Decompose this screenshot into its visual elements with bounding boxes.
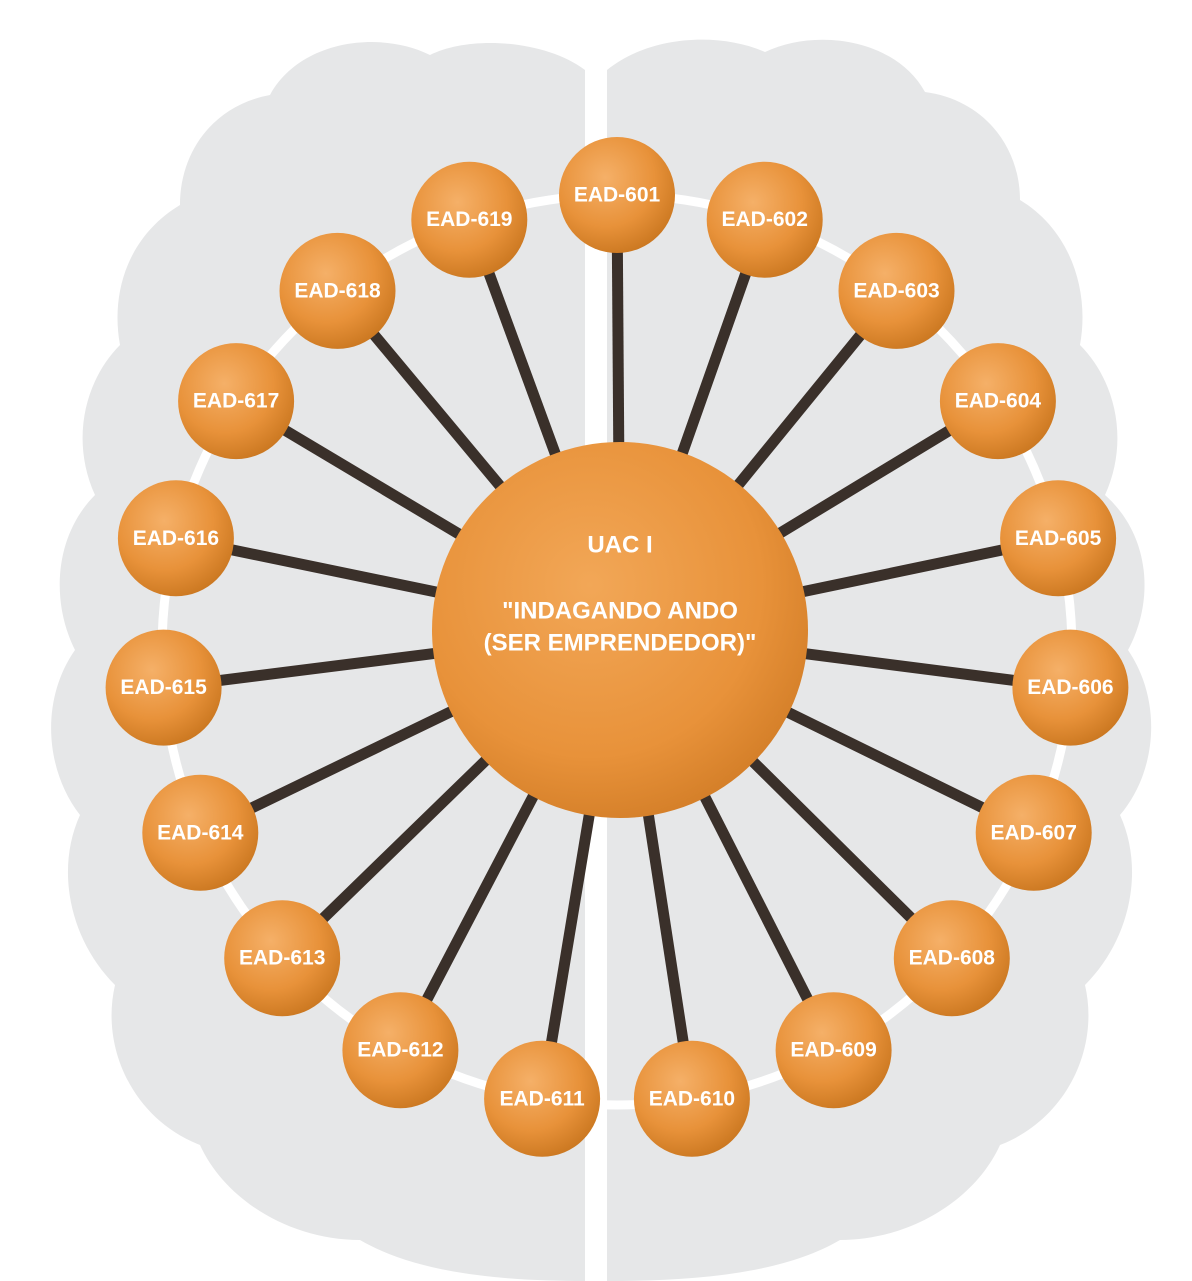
node-ead-604: EAD-604 — [939, 343, 1056, 460]
node-label: EAD-601 — [574, 184, 661, 207]
node-label: EAD-616 — [133, 527, 219, 550]
node-circle — [838, 232, 955, 349]
node-label: EAD-619 — [426, 208, 512, 231]
node-circle — [706, 161, 823, 278]
node-label: EAD-610 — [649, 1087, 735, 1110]
node-ead-619: EAD-619 — [411, 161, 528, 278]
node-circle — [939, 343, 1056, 460]
node-circle — [775, 992, 892, 1109]
node-ead-601: EAD-601 — [559, 137, 675, 253]
node-circle — [342, 992, 459, 1109]
node-label: EAD-615 — [120, 676, 207, 699]
node-circle — [1000, 480, 1117, 597]
node-label: EAD-612 — [357, 1039, 443, 1062]
node-label: EAD-602 — [722, 208, 808, 231]
node-circle — [484, 1040, 601, 1157]
node-ead-618: EAD-618 — [279, 232, 396, 349]
center-subtitle-line2: (SER EMPRENDEDOR)" — [484, 629, 757, 656]
nodes-group: EAD-601EAD-602EAD-603EAD-604EAD-605EAD-6… — [105, 137, 1129, 1157]
node-ead-602: EAD-602 — [706, 161, 823, 278]
node-circle — [117, 480, 234, 597]
node-label: EAD-607 — [991, 821, 1077, 844]
center-subtitle-line1: "INDAGANDO ANDO — [502, 597, 738, 624]
node-label: EAD-617 — [193, 390, 279, 413]
node-ead-608: EAD-608 — [893, 900, 1010, 1017]
center-title: UAC I — [587, 531, 652, 558]
node-circle — [1012, 629, 1129, 746]
node-ead-606: EAD-606 — [1012, 629, 1129, 746]
node-ead-615: EAD-615 — [105, 629, 222, 746]
node-circle — [411, 161, 528, 278]
node-circle — [142, 774, 259, 891]
node-circle — [633, 1040, 750, 1157]
node-label: EAD-603 — [853, 279, 939, 302]
node-ead-616: EAD-616 — [117, 480, 234, 597]
node-circle — [279, 232, 396, 349]
node-circle — [224, 900, 341, 1017]
node-ead-605: EAD-605 — [1000, 480, 1117, 597]
node-circle — [178, 343, 295, 460]
center-hub: UAC I "INDAGANDO ANDO (SER EMPRENDEDOR)" — [432, 442, 808, 818]
node-ead-610: EAD-610 — [633, 1040, 750, 1157]
node-label: EAD-609 — [790, 1039, 876, 1062]
node-label: EAD-606 — [1027, 676, 1113, 699]
node-ead-607: EAD-607 — [975, 774, 1092, 891]
node-circle — [893, 900, 1010, 1017]
node-ead-603: EAD-603 — [838, 232, 955, 349]
node-ead-614: EAD-614 — [142, 774, 259, 891]
center-circle — [432, 442, 808, 818]
node-label: EAD-611 — [499, 1087, 585, 1110]
node-ead-613: EAD-613 — [224, 900, 341, 1017]
node-label: EAD-613 — [239, 947, 325, 970]
node-circle — [975, 774, 1092, 891]
node-ead-617: EAD-617 — [178, 343, 295, 460]
node-ead-612: EAD-612 — [342, 992, 459, 1109]
node-ead-611: EAD-611 — [484, 1040, 601, 1157]
node-label: EAD-614 — [157, 821, 244, 844]
node-circle — [559, 137, 675, 253]
brain-left-hemisphere — [51, 42, 586, 1281]
node-label: EAD-604 — [955, 390, 1042, 413]
node-circle — [105, 629, 222, 746]
node-label: EAD-608 — [909, 947, 996, 970]
node-label: EAD-618 — [294, 279, 381, 302]
node-ead-609: EAD-609 — [775, 992, 892, 1109]
node-label: EAD-605 — [1015, 527, 1102, 550]
